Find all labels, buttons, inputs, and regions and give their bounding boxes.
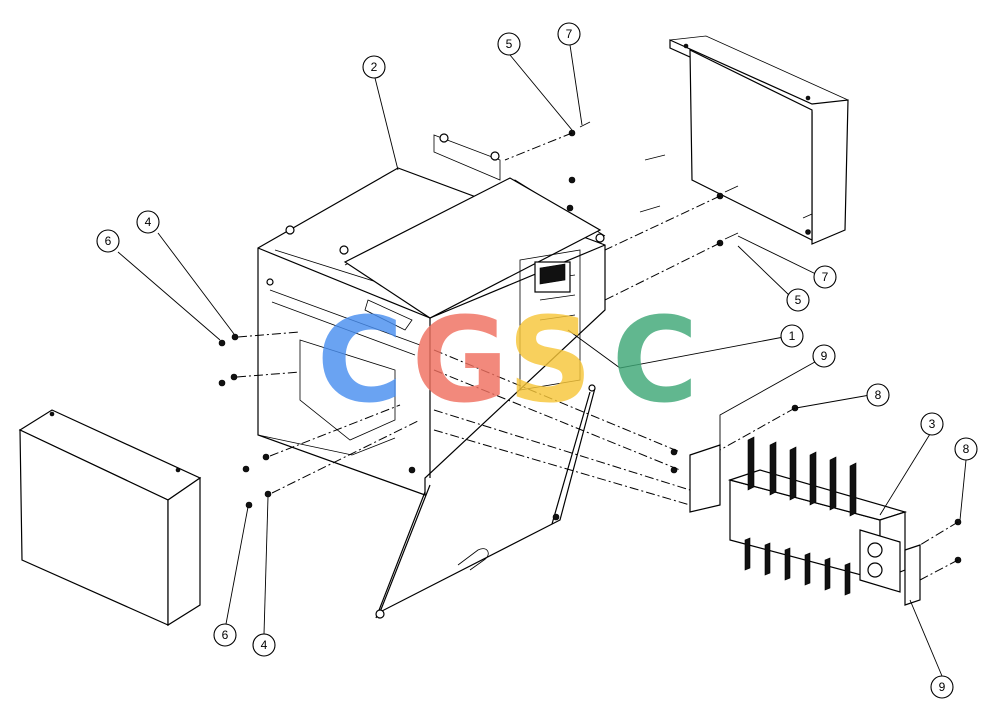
balloon-label: 5: [795, 293, 802, 307]
balloon-label: 4: [261, 638, 268, 652]
balloon-label: 7: [822, 270, 829, 284]
balloon-label: 7: [566, 27, 573, 41]
watermark: C G S C: [317, 291, 699, 429]
balloon-6-upper: 6: [96, 229, 120, 253]
balloon-2: 2: [362, 55, 386, 79]
balloon-8-upper: 8: [866, 383, 890, 407]
front-cover-panel: [18, 409, 202, 627]
balloon-label: 4: [145, 215, 152, 229]
main-enclosure: [257, 133, 606, 496]
balloon-label: 9: [939, 680, 946, 694]
balloon-1: 1: [780, 324, 804, 348]
balloon-3: 3: [920, 412, 944, 436]
left-fasteners: [218, 331, 421, 509]
top-fasteners: [504, 121, 739, 301]
watermark-letter-c2: C: [612, 291, 699, 429]
hinged-door: [375, 384, 596, 619]
balloon-8-right: 8: [954, 437, 978, 461]
balloon-label: 6: [222, 628, 229, 642]
balloon-label: 9: [821, 349, 828, 363]
balloon-5-upper: 5: [497, 32, 521, 56]
balloon-7-upper: 7: [557, 22, 581, 46]
balloon-9-lower: 9: [930, 675, 954, 699]
balloon-5-lower: 5: [786, 288, 810, 312]
balloon-4-lower: 4: [252, 633, 276, 657]
watermark-letter-g: G: [412, 291, 509, 429]
leader-lines: [117, 44, 967, 677]
watermark-letter-s: S: [508, 291, 593, 429]
balloon-6-lower: 6: [213, 623, 237, 647]
balloon-label: 2: [371, 60, 378, 74]
balloon-label: 8: [963, 442, 970, 456]
valve-manifold: [433, 349, 962, 606]
balloon-4-upper: 4: [136, 210, 160, 234]
balloon-label: 6: [105, 234, 112, 248]
balloon-7-lower: 7: [813, 265, 837, 289]
balloon-label: 3: [929, 417, 936, 431]
balloon-label: 1: [789, 329, 796, 343]
balloon-9-upper: 9: [812, 344, 836, 368]
balloon-label: 5: [506, 37, 513, 51]
balloon-label: 8: [875, 388, 882, 402]
top-cover-panel: [669, 35, 849, 245]
watermark-letter-c1: C: [317, 291, 404, 429]
